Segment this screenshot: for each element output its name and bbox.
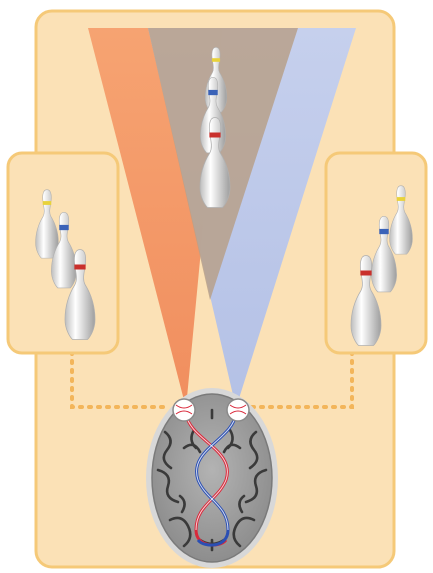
brain-icon — [146, 388, 278, 568]
right-eye-icon — [227, 399, 249, 421]
left-eye-icon — [173, 399, 195, 421]
